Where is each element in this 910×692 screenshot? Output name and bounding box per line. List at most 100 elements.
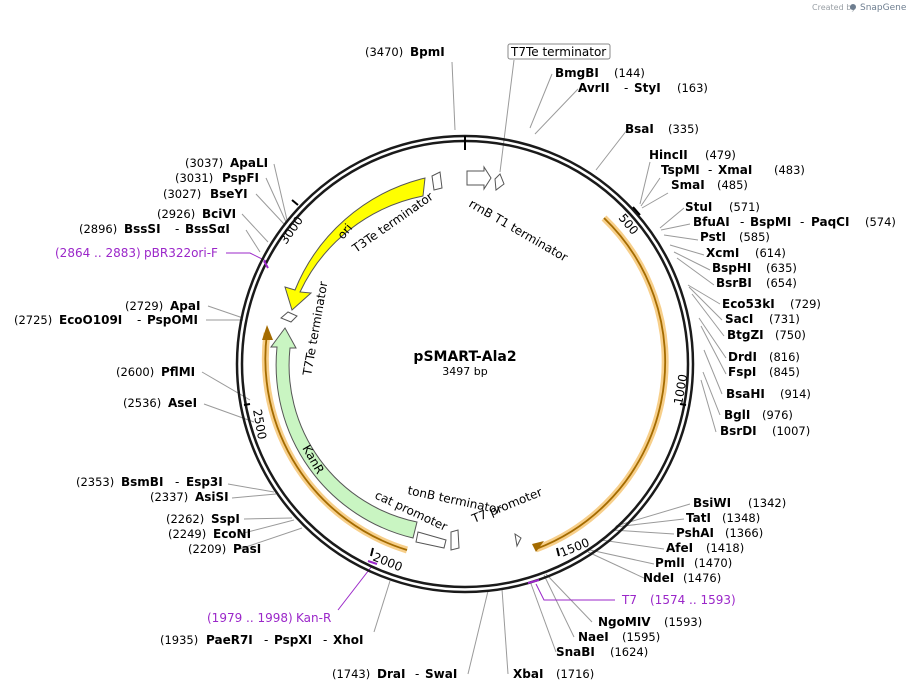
site-PspOMI-name: PspOMI <box>147 313 198 327</box>
site-AvrII-name: AvrII <box>578 81 610 95</box>
site-SacI-name: SacI <box>725 312 753 326</box>
site-SnaBI-name: SnaBI <box>556 645 595 659</box>
site-BglI-pos: (976) <box>762 408 793 422</box>
site-BfuAI-name: BfuAI <box>693 215 730 229</box>
site-PflMI-pos: (2600) <box>116 365 154 379</box>
site-PstI-name: PstI <box>700 230 726 244</box>
svg-text:-: - <box>740 215 744 229</box>
site-BseYI-pos: (3027) <box>163 187 201 201</box>
T3Te-terminator-arrow <box>431 171 443 191</box>
site-BspHI-pos: (635) <box>766 261 797 275</box>
site-EcoNI-pos: (2249) <box>168 527 206 541</box>
site-PmlI-pos: (1470) <box>694 556 732 570</box>
site-NdeI-pos: (1476) <box>683 571 721 585</box>
KanR-feature-arrow[interactable] <box>270 327 418 539</box>
site-PaeR7I-pos: (1935) <box>160 633 198 647</box>
site-BsmBI-name: BsmBI <box>121 475 163 489</box>
svg-text:-: - <box>137 313 141 327</box>
site-TatI-pos: (1348) <box>722 511 760 525</box>
site-BsmBI-pos: (2353) <box>76 475 114 489</box>
T7Te-terminator-arrow <box>280 311 298 323</box>
rrnB-T1-terminator-label: rrnB T1 terminator <box>467 196 571 264</box>
site-BspMI-name: BspMI <box>750 215 791 229</box>
tick-label-1000: 1000 <box>671 373 690 406</box>
site-ApaLI-pos: (3037) <box>185 156 223 170</box>
tonB-terminator-arrow <box>450 529 460 551</box>
cat-promoter-arrow <box>415 531 447 549</box>
site-SspI-pos: (2262) <box>166 512 204 526</box>
site-PaqCI-name: PaqCI <box>811 215 849 229</box>
site-ApaLI-name: ApaLI <box>230 156 268 170</box>
site-StuI-pos: (571) <box>729 200 760 214</box>
site-PstI-pos: (585) <box>739 230 770 244</box>
site-BssSI-name: BssSI <box>124 222 161 236</box>
site-ApaI-pos: (2729) <box>125 299 163 313</box>
site-BciVI-name: BciVI <box>202 207 236 221</box>
primer-T7-range: (1574 .. 1593) <box>650 593 736 607</box>
svg-text:-: - <box>415 667 419 681</box>
svg-text:-: - <box>708 163 712 177</box>
site-SnaBI-pos: (1624) <box>610 645 648 659</box>
site-HincII-name: HincII <box>649 148 688 162</box>
svg-text:-: - <box>175 475 179 489</box>
site-PflMI-name: PflMI <box>161 365 195 379</box>
site-AseI-name: AseI <box>168 396 197 410</box>
site-AvrII-pos: (163) <box>677 81 708 95</box>
site-EcoO109I-name: EcoO109I <box>59 313 122 327</box>
site-TatI-name: TatI <box>686 511 711 525</box>
site-StyI-name: StyI <box>634 81 661 95</box>
primer-T7-mark <box>527 579 540 584</box>
site-BspHI-name: BspHI <box>712 261 751 275</box>
site-SspI-name: SspI <box>211 512 240 526</box>
site-BsaHI-name: BsaHI <box>726 387 765 401</box>
site-Eco53kI-name: Eco53kI <box>722 297 775 311</box>
site-BsrDI-pos: (1007) <box>772 424 810 438</box>
site-Esp3I-name: Esp3I <box>186 475 223 489</box>
site-PspFI-name: PspFI <box>222 171 259 185</box>
site-BsaI-pos: (335) <box>668 122 699 136</box>
site-BmgBI-name: BmgBI <box>555 66 599 80</box>
site-XhoI-name: XhoI <box>333 633 364 647</box>
site-EcoNI-name: EcoNI <box>213 527 251 541</box>
site-NgoMIV-name: NgoMIV <box>598 615 651 629</box>
rrnB-T1-terminator-small-arrow <box>494 173 505 191</box>
site-PaeR7I-name: PaeR7I <box>206 633 253 647</box>
tick-label-2500: 2500 <box>250 408 269 441</box>
site-NdeI-name: NdeI <box>643 571 674 585</box>
site-SmaI-pos: (485) <box>717 178 748 192</box>
orf-arc-right <box>532 215 669 553</box>
site-BmgBI-pos: (144) <box>614 66 645 80</box>
tick-label-2000: 2000 <box>371 550 405 574</box>
top-feature-box-label: T7Te terminator <box>510 45 606 59</box>
site-BsiWI-name: BsiWI <box>693 496 731 510</box>
site-BfuAI-pos: (574) <box>865 215 896 229</box>
svg-text:-: - <box>800 215 804 229</box>
ori-feature-arrow[interactable] <box>284 177 426 311</box>
site-BtgZI-pos: (750) <box>775 328 806 342</box>
site-SwaI-name: SwaI <box>425 667 457 681</box>
plasmid-name: pSMART-Ala2 <box>413 349 516 365</box>
site-SmaI-name: SmaI <box>671 178 705 192</box>
credit-brand: SnapGene <box>860 3 907 13</box>
site-PasI-name: PasI <box>233 542 261 556</box>
site-NgoMIV-pos: (1593) <box>664 615 702 629</box>
site-BsrBI-pos: (654) <box>766 276 797 290</box>
site-BpmI-pos: (3470) <box>365 45 403 59</box>
site-NaeI-pos: (1595) <box>622 630 660 644</box>
site-BssSαI-name: BssSαI <box>185 222 230 236</box>
svg-text:-: - <box>175 222 179 236</box>
primer-pBR322ori-F-label: pBR322ori-F <box>144 246 218 260</box>
credit-prefix: Created by <box>812 3 856 12</box>
site-BsaHI-pos: (914) <box>780 387 811 401</box>
site-AsiSI-pos: (2337) <box>150 490 188 504</box>
site-BsiWI-pos: (1342) <box>748 496 786 510</box>
site-labels: (3470) BpmI BmgBI (144) AvrII - StyI (16… <box>14 45 896 681</box>
site-AfeI-pos: (1418) <box>706 541 744 555</box>
primer-pBR322ori-F-range: (2864 .. 2883) <box>55 246 141 260</box>
site-BsrDI-name: BsrDI <box>720 424 757 438</box>
site-XbaI-pos: (1716) <box>556 667 594 681</box>
site-PmlI-name: PmlI <box>655 556 685 570</box>
site-BssSI-pos: (2896) <box>79 222 117 236</box>
site-StuI-name: StuI <box>685 200 712 214</box>
snapgene-logo-icon <box>850 4 856 10</box>
